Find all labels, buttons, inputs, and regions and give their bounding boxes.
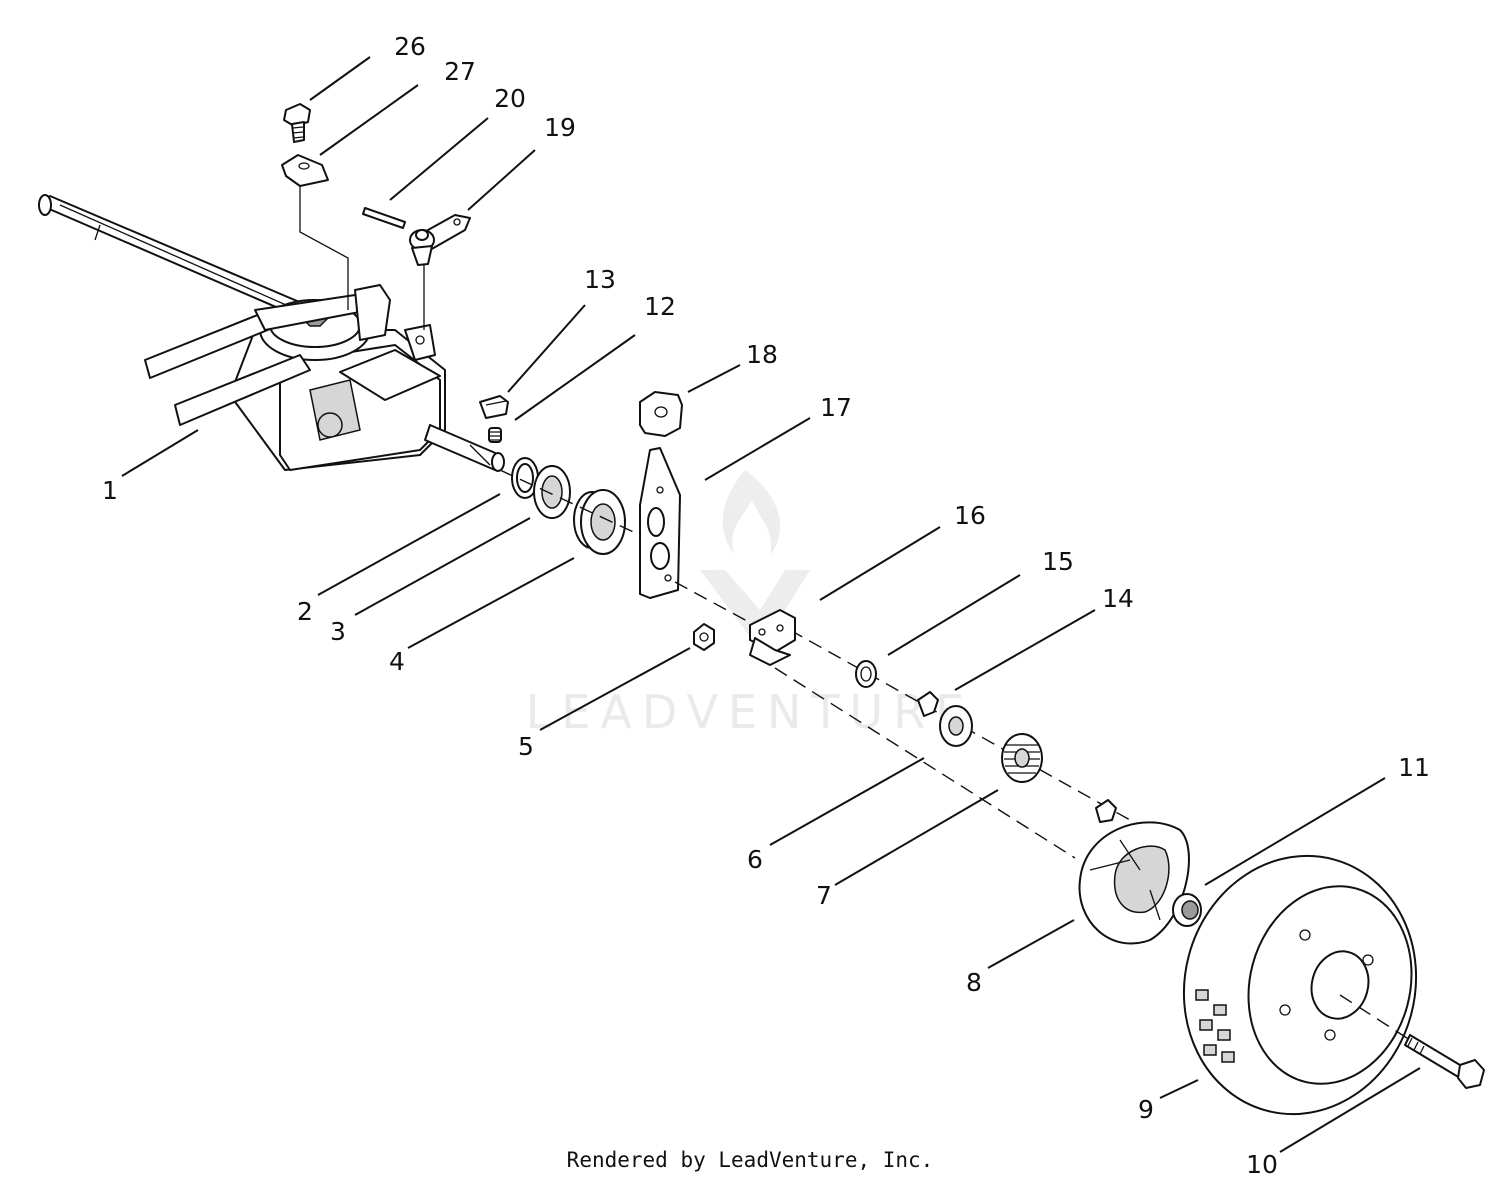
part-6-washer [939,705,973,747]
watermark-text: LEADVENTURE [526,685,975,739]
callout-4: 4 [389,647,405,676]
axis-line-1 [499,469,641,536]
axis-line-2 [674,581,761,629]
callout-7: 7 [816,881,832,910]
callout-8: 8 [966,968,982,997]
callout-5: 5 [518,732,534,761]
part-10-bolt [1404,1034,1485,1089]
part-14-clip [917,691,939,717]
callout-1: 1 [102,476,118,505]
callout-16: 16 [954,501,986,530]
callout-11: 11 [1398,753,1430,782]
part-11-bushing [1172,893,1202,927]
part-26-bolt [283,103,311,143]
axis-line-5 [1339,994,1411,1041]
part-17-plate [639,447,681,599]
callout-12: 12 [644,292,676,321]
callout-labels: 26 27 20 19 13 12 18 17 16 15 14 11 1 2 … [102,32,1430,1179]
part-18-clip [639,391,683,437]
watermark-v-icon [700,570,810,650]
callout-9: 9 [1138,1095,1154,1124]
callout-14: 14 [1102,584,1134,613]
wheel-tread-pattern [1195,989,1235,1063]
part-7-pinion-gear [1001,733,1043,783]
callout-10: 10 [1246,1150,1278,1179]
part-15-washer [855,660,877,688]
callout-15: 15 [1042,547,1074,576]
callout-2: 2 [297,597,313,626]
leader-27-to-housing [299,186,349,310]
callout-26: 26 [394,32,426,61]
callout-17: 17 [820,393,852,422]
callout-18: 18 [746,340,778,369]
part-4-bushing [573,489,626,555]
axis-line-4 [774,667,1076,859]
callout-leaders [121,56,1421,1153]
part-12-spring [488,427,502,443]
part-1-transmission [38,194,505,472]
leadventure-watermark: LEADVENTURE [526,470,975,739]
part-8-hub-cap [1078,821,1190,945]
part-19-lever [409,214,471,266]
part-5-nut [693,623,715,651]
callout-6: 6 [747,845,763,874]
part-9-wheel [1182,854,1418,1116]
callout-19: 19 [544,113,576,142]
callout-20: 20 [494,84,526,113]
rendered-by-credit: Rendered by LeadVenture, Inc. [566,1148,934,1172]
part-16-bracket [749,609,796,666]
part-3-washer [533,465,571,519]
part-27-clip [281,154,329,187]
part-13-key [479,395,509,419]
callout-13: 13 [584,265,616,294]
watermark-flame-icon [722,470,781,555]
callout-3: 3 [330,617,346,646]
callout-27: 27 [444,57,476,86]
part-20-pin [362,207,406,229]
part-hub-clip [1095,799,1117,823]
